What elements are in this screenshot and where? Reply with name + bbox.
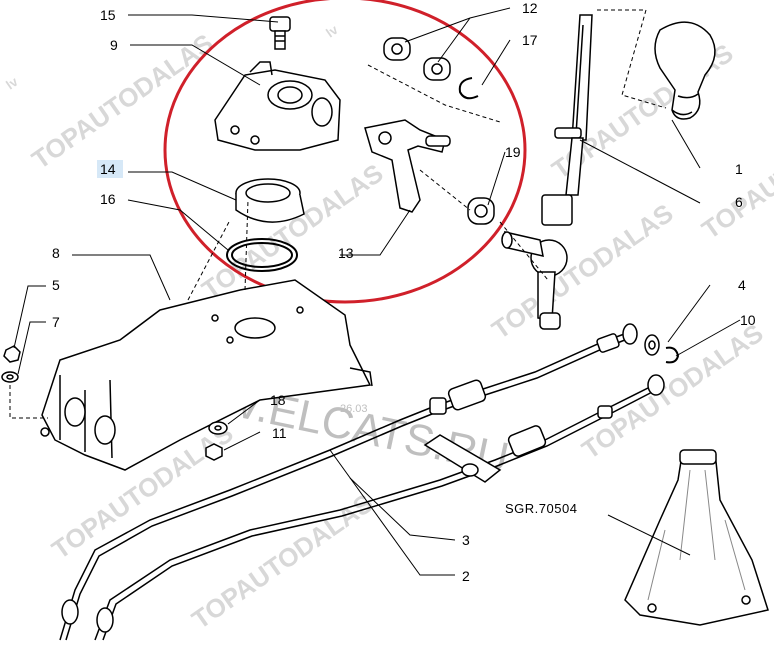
assembly-dashed-lines [367,64,549,281]
washer-part-7 [1,371,19,383]
callout-6: 6 [735,194,743,210]
callout-4: 4 [738,277,746,293]
clip-part-10 [665,346,680,364]
cable-part-3 [59,329,636,641]
callout-10: 10 [740,312,756,328]
callout-labels: 15 9 12 17 14 16 13 19 1 6 8 4 10 5 7 18… [52,0,756,584]
callout-3: 3 [462,532,470,548]
nut-part-5 [3,345,21,363]
callout-12: 12 [522,0,538,16]
base-housing-part-8 [40,279,373,471]
callout-13: 13 [338,245,354,261]
washer-part-18 [208,421,228,435]
housing-dashed-lines [9,199,249,419]
drawing-code: SGR.70504 [505,501,577,516]
cable-part-2 [94,323,665,641]
callout-15: 15 [100,7,116,23]
clip-part-17 [458,77,479,100]
callout-14-highlight [97,160,123,178]
callout-9: 9 [110,37,118,53]
gear-knob [654,21,716,120]
callout-7: 7 [52,314,60,330]
callout-14: 14 [100,161,116,177]
callout-19: 19 [505,144,521,160]
cover-part-9 [214,61,341,151]
o-ring-part-16 [226,238,298,272]
highlight-circle [163,0,527,304]
nut-part-11 [205,443,223,461]
bush-part-19 [467,197,495,225]
watermark-tld: lv [323,22,341,41]
watermark-topautodalas: TOPAUTODALAS [486,198,678,345]
gaiter-boot [624,449,769,626]
callout-1: 1 [735,161,743,177]
lever-knob-dashed-link [597,9,667,109]
gear-lever-assembly [501,14,593,330]
watermark-topautodalas: TOPAUTODALAS [186,488,378,635]
callout-18: 18 [270,392,286,408]
callout-17: 17 [522,32,538,48]
watermark-tld: lv [3,74,21,93]
bolt-part-15 [269,16,291,50]
cable-ends [61,599,114,633]
callout-5: 5 [52,277,60,293]
bushings-part-12 [383,37,451,81]
bushing-part-14 [235,178,305,223]
cable-bracket [423,434,502,483]
leader-lines [13,7,741,576]
callout-16: 16 [100,191,116,207]
watermark-date: 26.03 [340,403,368,415]
callout-8: 8 [52,245,60,261]
watermark-topautodalas: TOPAUTODALAS [26,28,218,175]
washer-part-4 [644,334,660,356]
callout-2: 2 [462,568,470,584]
callout-11: 11 [272,425,287,441]
selector-lever-part-13 [364,119,451,213]
